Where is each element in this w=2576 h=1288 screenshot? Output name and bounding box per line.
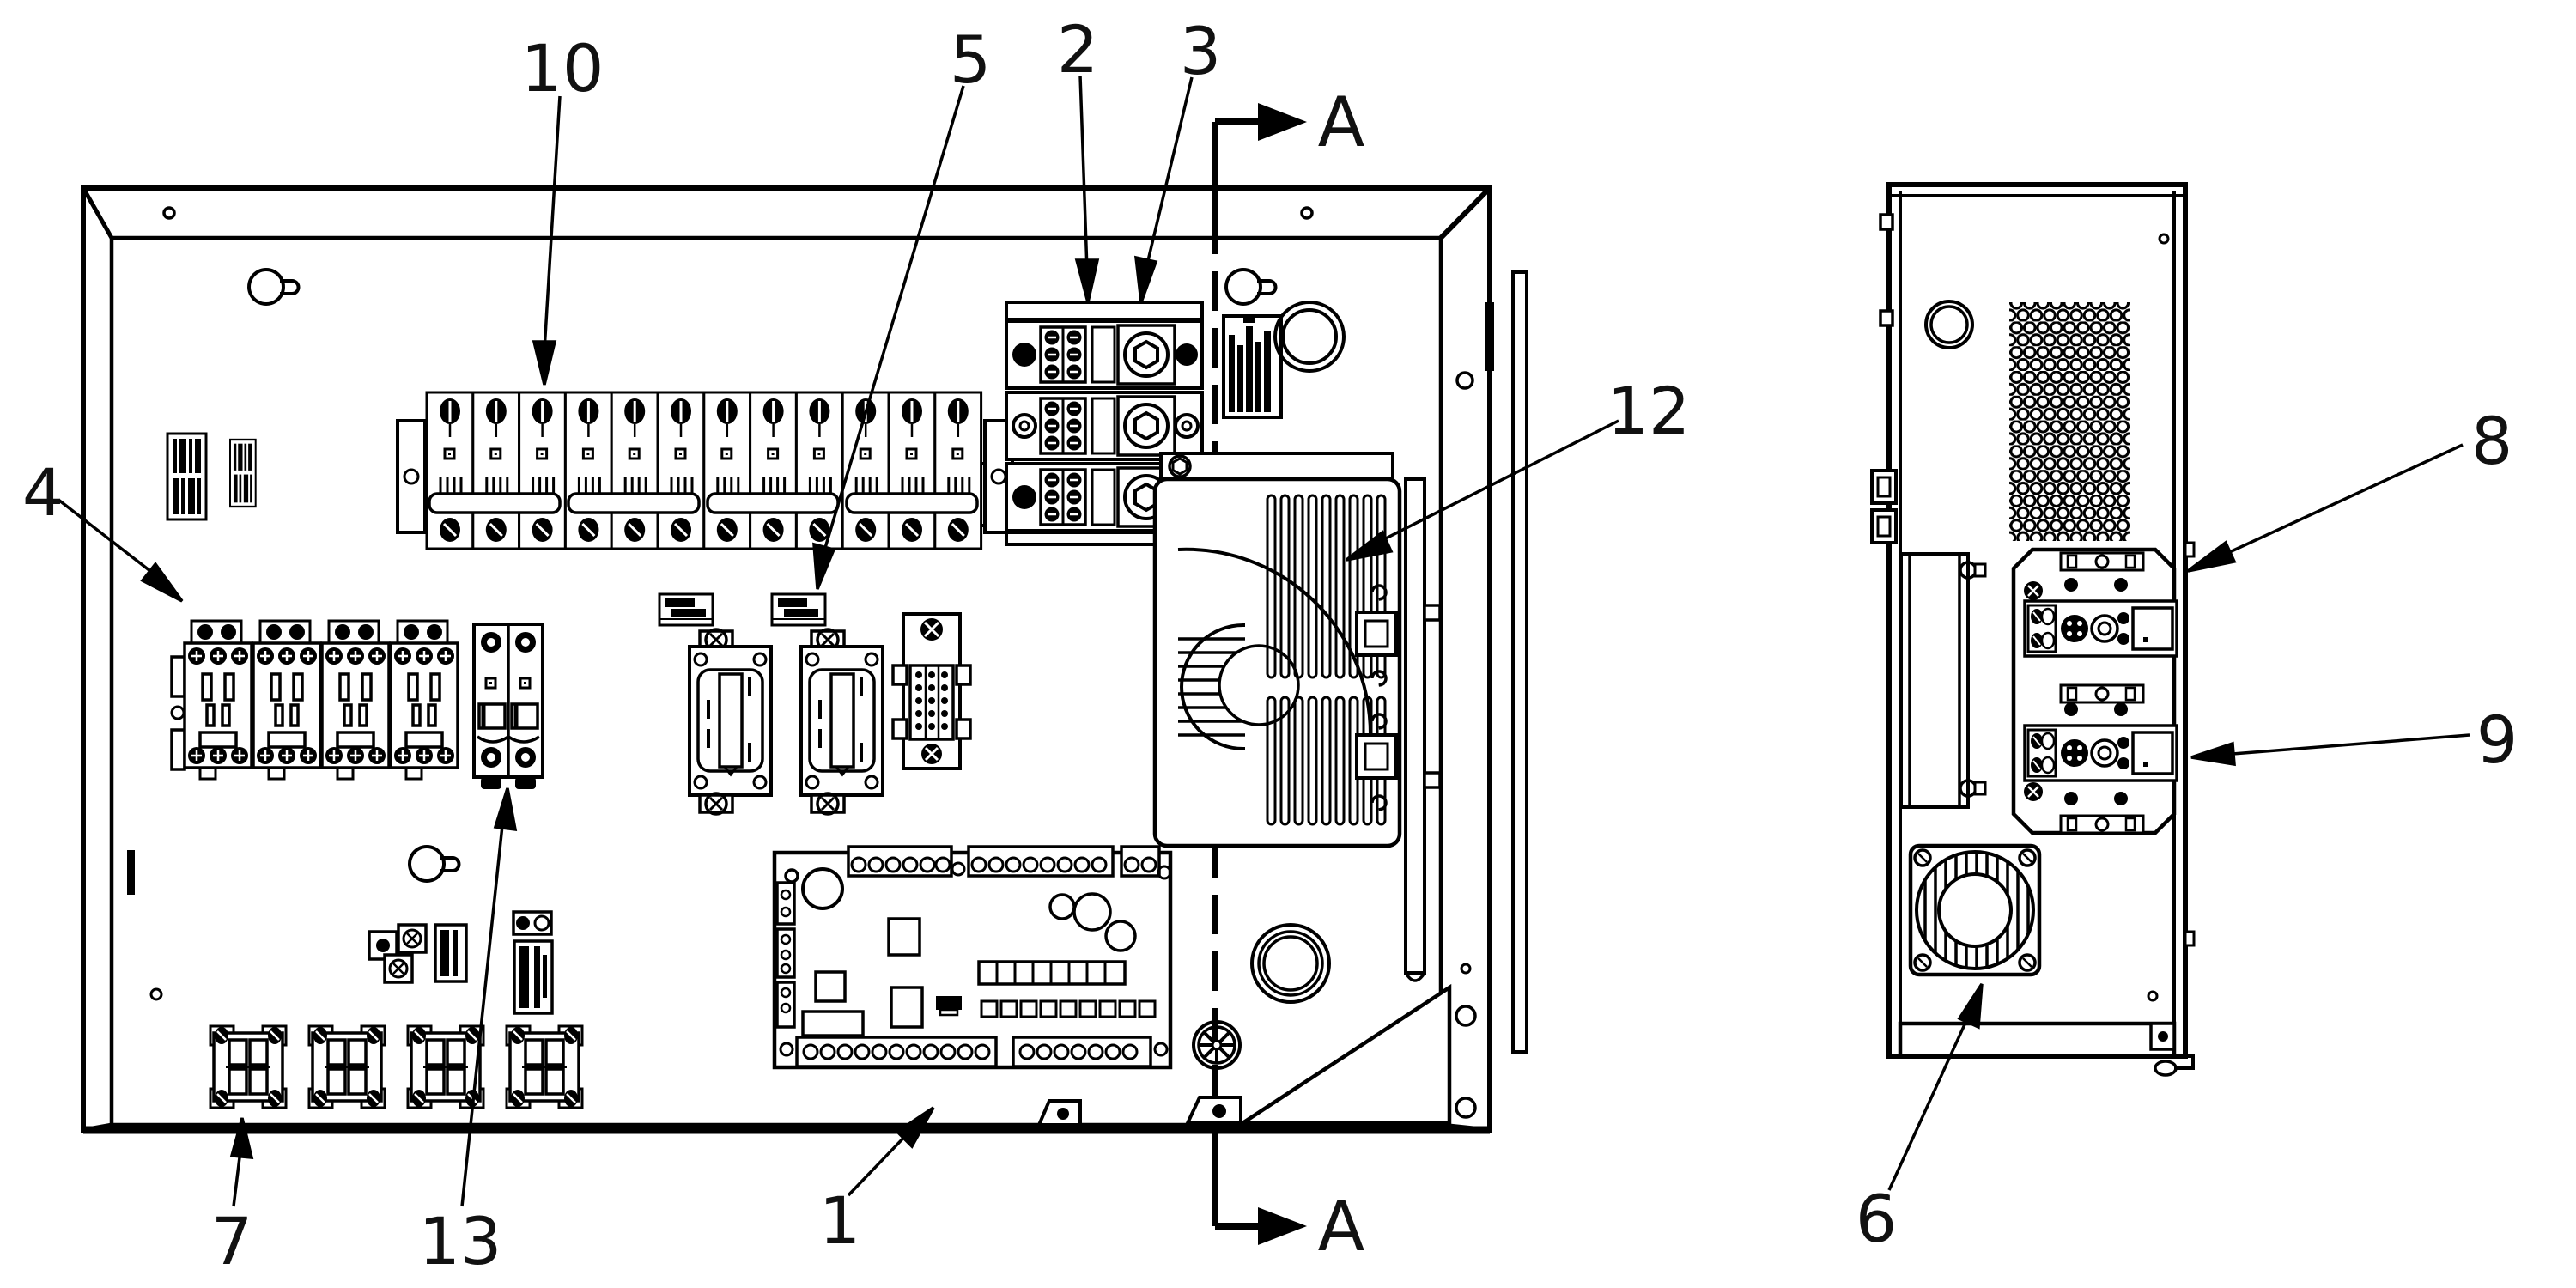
conduit-knockout-top [1273,301,1346,373]
cable-gland-wheel [1192,1020,1242,1070]
callout-9-leader [2190,733,2470,767]
callout-10-label: 10 [521,30,605,106]
led-row [980,999,1157,1018]
callout-2-label: 2 [1057,11,1098,88]
ssr-module [1355,611,1398,657]
right-wall-hole [1455,1097,1477,1119]
callout-3-leader [1133,76,1194,303]
barcode-label [166,432,208,521]
contactor-bank [170,619,458,779]
callout-13-label: 13 [419,1203,502,1279]
corner-gusset [1036,983,1452,1127]
side-knockout [1924,300,1974,349]
callout-12-label: 12 [1607,373,1691,449]
section-label-bottom: A [1318,1187,1365,1267]
mounting-bracket [1899,552,1987,809]
device-9-terminal-row [2023,724,2178,782]
device-plate-assembly [2011,547,2178,835]
circuit-breaker [472,623,544,789]
fuse-label-1 [658,592,714,627]
transformer-2 [799,628,884,816]
striped-component-label [1222,314,1283,419]
section-label-top: A [1318,82,1365,162]
terminal-block-strip [396,391,1014,550]
panel-hole [149,987,163,1001]
mounting-channel [1404,477,1426,975]
din-end-bracket [396,419,427,534]
small-hardware-cluster [368,923,468,984]
side-view-enclosure [1870,182,2196,1077]
bottom-flange [1898,1021,2177,1059]
device-8-terminal-row [2023,599,2178,658]
callout-7-leader [229,1117,254,1207]
callout-6-label: 6 [1856,1181,1897,1257]
side-right-details [2147,541,2196,1077]
right-wall-hole [1455,1005,1477,1027]
dip-switch-row [977,960,1127,986]
callout-leaders [57,75,2470,1207]
right-wall-hole [1460,963,1472,975]
hinge-studs [1870,213,1898,544]
socket-bank [209,1024,584,1109]
callout-2-leader [1074,75,1100,303]
side-mounting-strip [1511,270,1528,1054]
right-wall-hole [1455,371,1474,390]
barcode-label-small [228,438,257,508]
cooling-fan [1908,843,2042,977]
callout-12-leader [1345,419,1619,562]
ssr-module [1355,733,1398,780]
top-flange-hole [1300,206,1314,220]
callout-7-label: 7 [211,1203,252,1279]
heatsink-assembly [1152,452,1442,982]
callout-8-label: 8 [2471,403,2512,479]
callout-9-label: 9 [2476,702,2518,778]
conduit-knockout-bottom [1250,923,1331,1004]
weld-tab [127,850,135,895]
small-hardware-cluster-2 [512,910,554,1015]
enclosure-outline [81,185,1528,1134]
callout-1-label: 1 [819,1182,860,1259]
callout-1-leader [847,1106,935,1197]
control-pcb [772,845,1173,1070]
callout-3-label: 3 [1180,13,1221,89]
callout-5-leader [812,85,965,590]
transformer-1 [688,628,773,816]
top-flange-hole [162,206,176,220]
section-arrow-bottom [1258,1207,1307,1245]
section-line-a-a [1212,103,1307,1245]
callout-4-label: 4 [22,454,64,531]
weld-tab [1485,302,1494,371]
callout-10-leader [532,95,562,386]
callout-8-leader [2186,443,2464,573]
din-connector-block [891,612,972,770]
main-view-enclosure [81,103,1528,1245]
callout-13-leader [460,787,518,1207]
pilot-hole [2158,233,2170,245]
callout-4-leader [57,498,184,603]
callout-5-label: 5 [950,21,991,98]
fuse-label-2 [770,592,827,627]
section-arrow-top [1258,103,1307,141]
callout-6-leader [1887,983,1984,1191]
vent-perforations [2009,302,2130,541]
